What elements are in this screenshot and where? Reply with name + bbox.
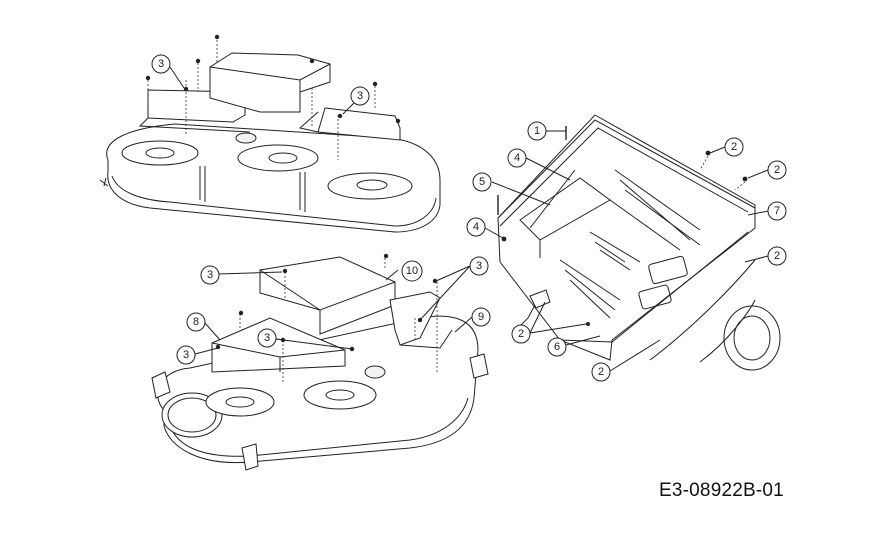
callout-label: 4 xyxy=(473,221,479,233)
callout-label: 3 xyxy=(357,90,363,102)
callout-label: 2 xyxy=(598,366,604,378)
callout-part-7: 7 xyxy=(767,201,787,221)
callout-part-3: 3 xyxy=(200,265,220,285)
callout-label: 9 xyxy=(478,311,484,323)
callout-part-6: 6 xyxy=(547,337,567,357)
callout-part-9: 9 xyxy=(471,307,491,327)
callout-label: 2 xyxy=(774,250,780,262)
callout-part-3: 3 xyxy=(176,345,196,365)
callout-label: 10 xyxy=(406,265,418,277)
callout-label: 3 xyxy=(264,332,270,344)
callout-part-3: 3 xyxy=(350,86,370,106)
lower-deck-assembly xyxy=(151,253,489,471)
callout-label: 3 xyxy=(158,58,164,70)
callout-part-4: 4 xyxy=(466,217,486,237)
callout-part-5: 5 xyxy=(472,172,492,192)
callout-label: 5 xyxy=(479,176,485,188)
leader-lines xyxy=(169,66,769,372)
callout-label: 2 xyxy=(774,164,780,176)
callout-part-2: 2 xyxy=(591,362,611,382)
callout-part-1: 1 xyxy=(527,121,547,141)
callout-part-2: 2 xyxy=(724,137,744,157)
callout-label: 3 xyxy=(183,349,189,361)
callouts: 3 3 3 10 3 8 3 3 9 1 2 4 2 5 7 4 2 2 6 2 xyxy=(151,54,787,382)
callout-label: 1 xyxy=(534,125,540,137)
callout-part-2: 2 xyxy=(511,324,531,344)
callout-label: 4 xyxy=(514,152,520,164)
callout-part-2: 2 xyxy=(767,160,787,180)
upper-deck-assembly xyxy=(99,34,441,233)
callout-part-2: 2 xyxy=(767,246,787,266)
callout-label: 3 xyxy=(476,260,482,272)
callout-label: 8 xyxy=(193,316,199,328)
callout-label: 6 xyxy=(554,341,560,353)
callout-part-3: 3 xyxy=(151,54,171,74)
callout-label: 2 xyxy=(518,328,524,340)
callout-label: 7 xyxy=(774,205,780,217)
callout-label: 3 xyxy=(207,269,213,281)
callout-part-3: 3 xyxy=(469,256,489,276)
callout-part-8: 8 xyxy=(186,312,206,332)
drawing-id: E3-08922B-01 xyxy=(659,480,784,501)
callout-part-3: 3 xyxy=(257,328,277,348)
callout-part-10: 10 xyxy=(401,260,423,282)
callout-part-4: 4 xyxy=(507,148,527,168)
callout-label: 2 xyxy=(731,141,737,153)
